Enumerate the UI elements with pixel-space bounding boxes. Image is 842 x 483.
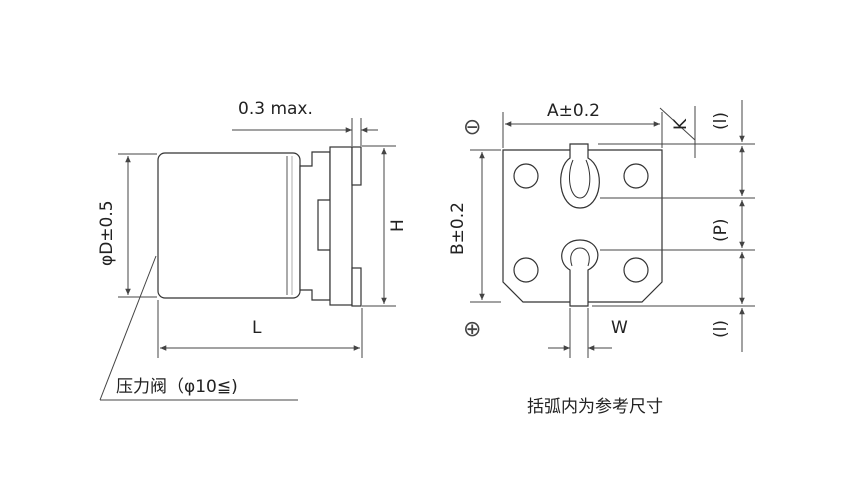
vent-note: 压力阀（φ10≦) — [116, 377, 238, 397]
hole-bottom-left — [513, 257, 539, 283]
hole-bottom-right — [623, 257, 649, 283]
capacitor-body — [157, 152, 301, 299]
terminal-width-label: W — [611, 318, 628, 338]
side-view: 0.3 max. φD±0.5 H L 压力阀（φ10≦) — [97, 99, 408, 401]
terminal-negative — [560, 143, 600, 209]
terminal-positive-inner — [570, 247, 590, 267]
hole-top-left — [513, 163, 539, 189]
reference-note: 括弧内为参考尺寸 — [527, 397, 663, 417]
lead-bottom-label: (l) — [711, 320, 731, 338]
width-label: A±0.2 — [547, 101, 600, 121]
max-gap-label: 0.3 max. — [238, 99, 313, 119]
seal-step — [299, 151, 331, 301]
diameter-label: φD±0.5 — [97, 200, 117, 266]
height-label: H — [388, 219, 408, 232]
base-outline — [502, 149, 663, 303]
terminal-bottom — [351, 267, 362, 307]
minus-symbol: ⊖ — [463, 115, 481, 140]
length-label: L — [252, 318, 262, 338]
terminal-top — [351, 146, 362, 186]
top-view: ⊖ ⊕ A±0.2 K B±0.2 W (l) (P) (l) — [448, 100, 755, 417]
hole-top-right — [623, 163, 649, 189]
depth-label: B±0.2 — [448, 202, 468, 255]
base-plate — [329, 146, 353, 306]
plus-symbol: ⊕ — [463, 317, 481, 342]
terminal-negative-inner — [569, 159, 591, 199]
vent-leader-line — [99, 255, 157, 401]
lead-top-label: (l) — [711, 112, 731, 130]
k-label: K — [671, 118, 691, 130]
pitch-label: (P) — [711, 218, 731, 242]
